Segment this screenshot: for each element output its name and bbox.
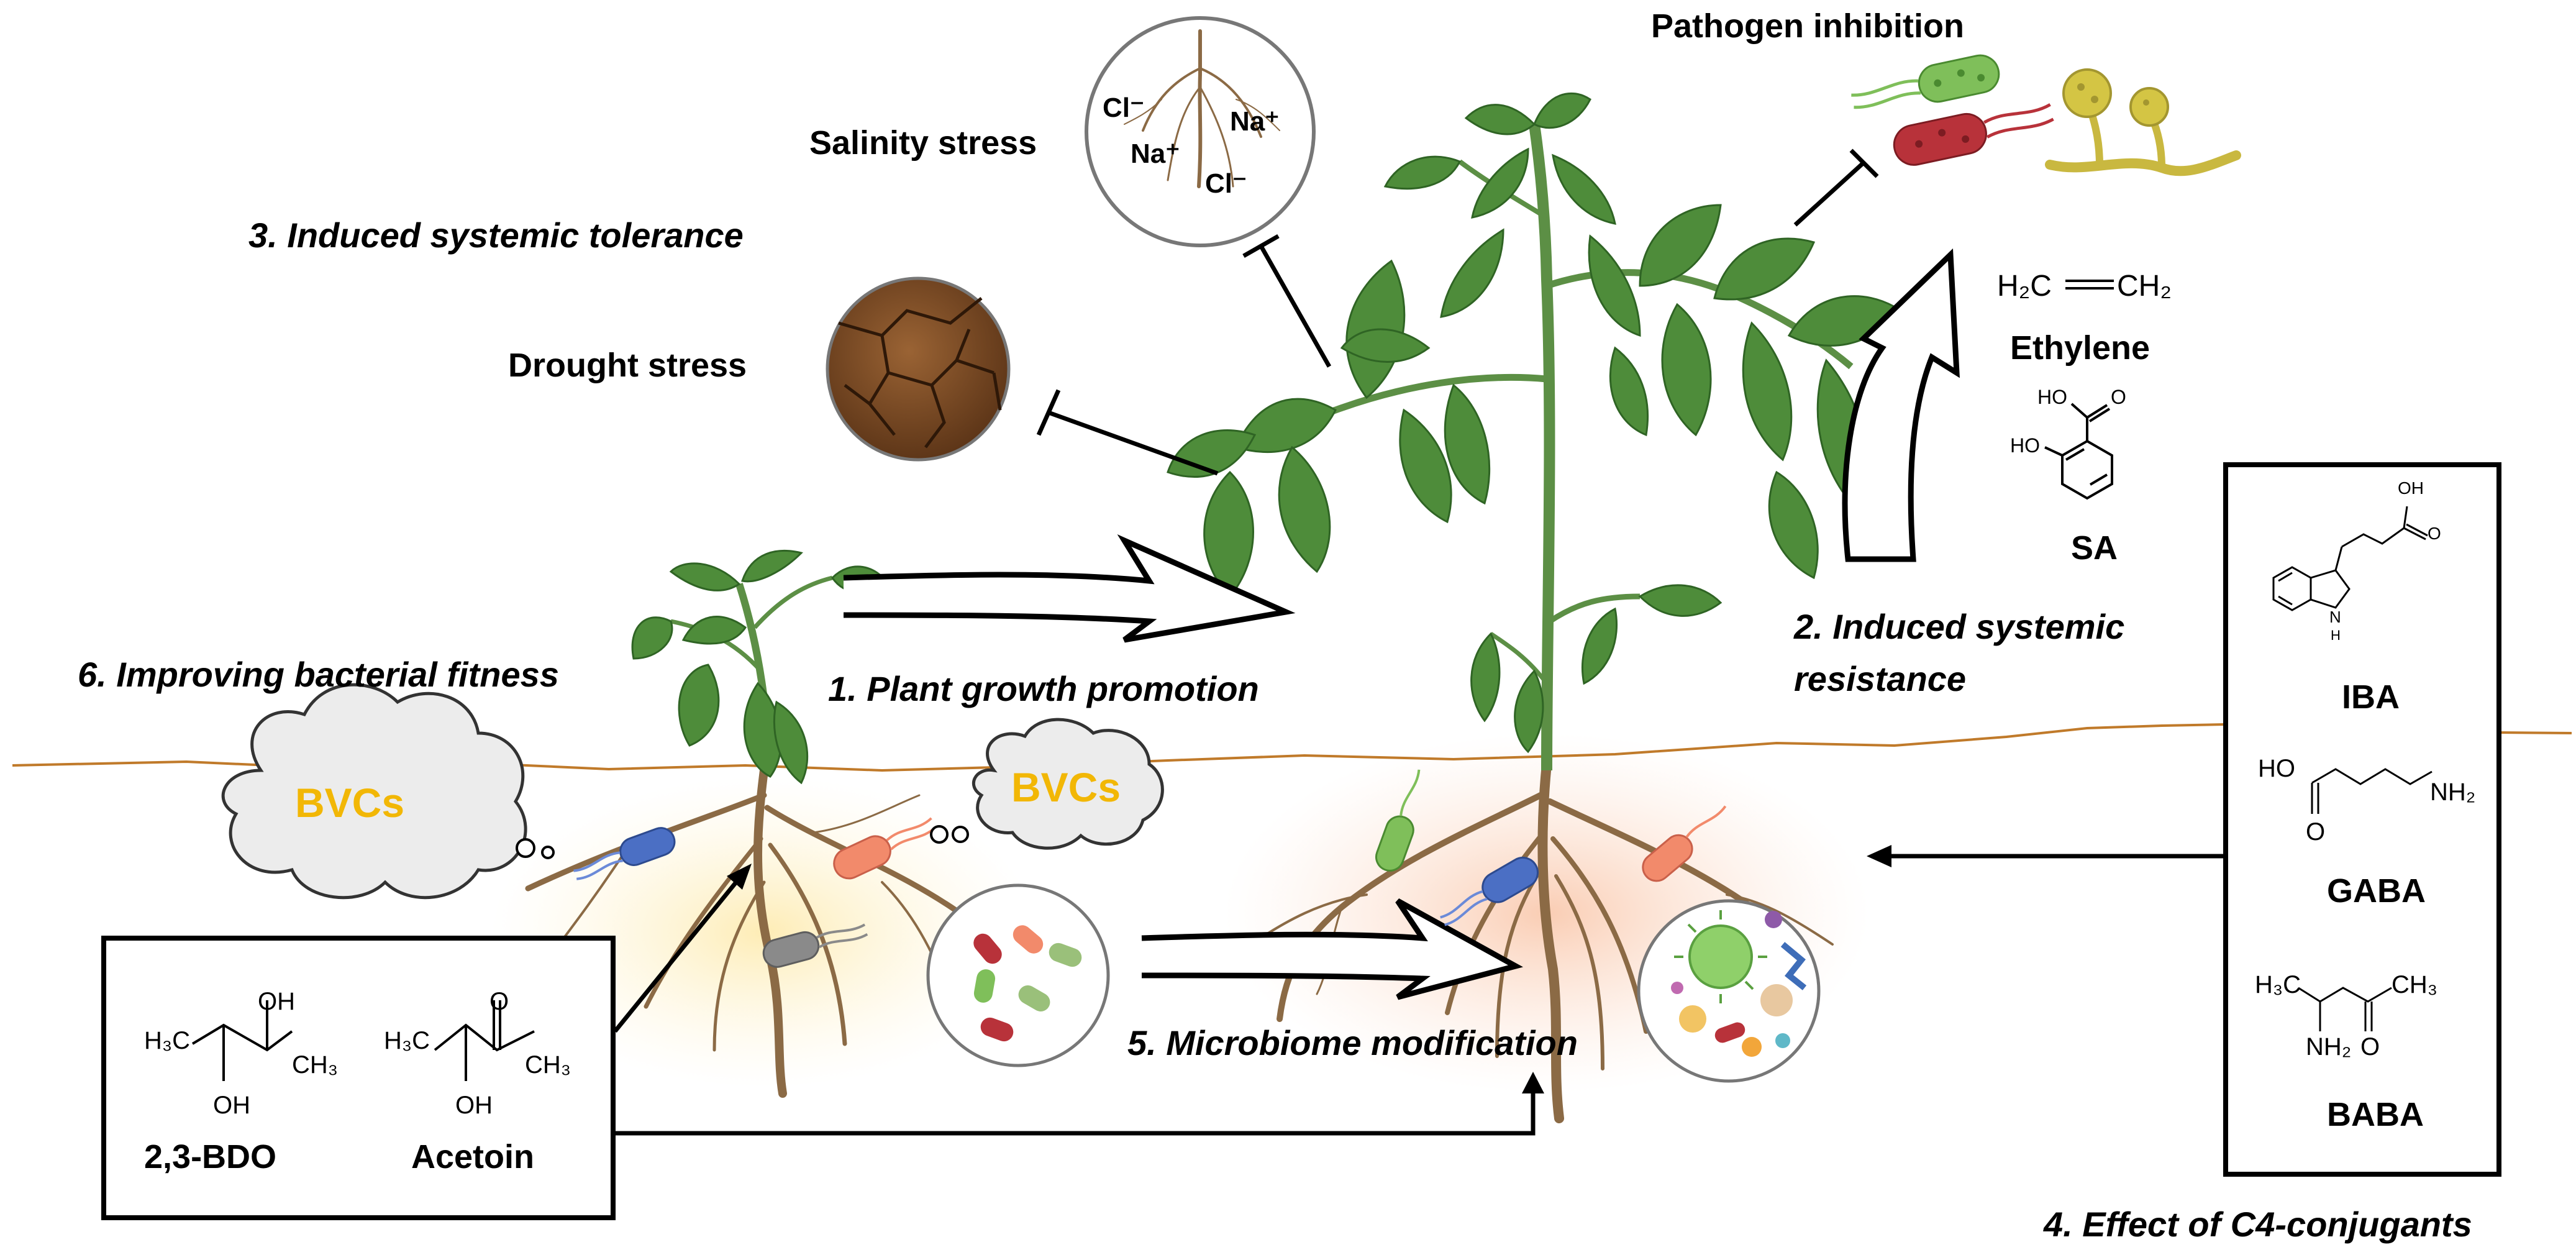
bdo-oh-bottom: OH: [213, 1092, 250, 1119]
bvc-cloud-small: BVCs: [930, 718, 1164, 850]
pathogen-inhibition-label: Pathogen inhibition: [1651, 7, 1964, 45]
microbiome-arrow: [1141, 898, 1524, 1000]
bvc-cloud-large: BVCs: [221, 683, 555, 900]
plant-growth-promotion-label: 1. Plant growth promotion: [828, 669, 1259, 708]
drought-inhibition-bar: [1036, 389, 1061, 436]
isr-label-line2: resistance: [1794, 659, 1966, 698]
iba-oh: OH: [2398, 478, 2424, 498]
ion-chloride-2: Cl⁻: [1205, 168, 1247, 199]
gaba-nh2: NH₂: [2430, 778, 2475, 806]
gaba-o: O: [2306, 818, 2325, 846]
induced-systemic-tolerance-label: 3. Induced systemic tolerance: [248, 216, 744, 255]
volatiles-to-small-plant-arrow: [613, 880, 738, 1033]
drought-soil-icon: [826, 276, 1011, 462]
gaba-label: GABA: [2327, 872, 2426, 910]
acetoin-label: Acetoin: [411, 1138, 534, 1175]
isr-arrow: [1842, 248, 1960, 562]
pathogen-inhibition-line: [1793, 161, 1865, 227]
bdo-oh-top: OH: [258, 988, 295, 1015]
sa-structure: [2044, 403, 2113, 500]
sa-ho-left: HO: [2010, 434, 2040, 457]
iba-structure: [2272, 506, 2428, 611]
small-plant-roots: [525, 766, 972, 1098]
arrowhead-microbiome: [1522, 1072, 1544, 1093]
pathogen-bacteria-icons: [1851, 54, 2054, 166]
drought-inhibition-line: [1047, 410, 1219, 476]
ion-sodium-1: Na⁺: [1131, 139, 1180, 169]
ethylene-label: Ethylene: [2010, 329, 2150, 367]
salinity-inhibition-bar: [1242, 234, 1280, 258]
arrowhead-c4: [1867, 845, 1891, 867]
ethylene-formula-left: H₂C: [1997, 270, 2052, 303]
pathogen-fungus-icon: [2045, 68, 2241, 176]
acetoin-o: O: [489, 988, 509, 1015]
microbiome-circle-after: [1637, 899, 1821, 1083]
c4-conjugants-box: OH O N H IBA HO NH₂ O GABA H₃C CH₃ NH₂ O…: [2223, 462, 2501, 1177]
pathogen-inhibition-bar: [1849, 148, 1879, 178]
acetoin-ch3: CH₃: [525, 1051, 571, 1079]
baba-h3c: H₃C: [2255, 971, 2301, 998]
bacterial-fitness-label: 6. Improving bacterial fitness: [78, 655, 559, 694]
c4-conjugants-label: 4. Effect of C4-conjugants: [2043, 1205, 2472, 1244]
iba-h: H: [2331, 628, 2341, 643]
baba-label: BABA: [2327, 1096, 2424, 1133]
arrowhead-small-plant: [727, 864, 752, 890]
baba-structure: [2298, 987, 2392, 1031]
salinity-root-icon: Cl⁻ Na⁺ Na⁺ Cl⁻: [1085, 16, 1316, 247]
iba-n: N: [2329, 608, 2341, 626]
sa-o: O: [2111, 386, 2126, 408]
acetoin-h3c: H₃C: [384, 1027, 430, 1054]
gaba-ho: HO: [2258, 755, 2295, 782]
bdo-structure: [191, 1000, 293, 1081]
baba-nh2: NH₂: [2306, 1033, 2351, 1061]
volatiles-box: H₃C CH₃ OH OH 2,3-BDO H₃C CH₃ O OH Aceto…: [101, 936, 616, 1220]
iba-label: IBA: [2342, 678, 2400, 716]
bdo-h3c: H₃C: [144, 1027, 190, 1054]
sa-ho-top: HO: [2037, 386, 2067, 408]
bvc-label-large: BVCs: [295, 780, 404, 826]
soil-bacteria: [573, 769, 1727, 968]
large-plant: [1167, 92, 1903, 771]
bdo-label: 2,3-BDO: [144, 1138, 276, 1175]
isr-label-line1: 2. Induced systemic: [1793, 607, 2124, 646]
bdo-ch3: CH₃: [292, 1051, 338, 1079]
baba-o: O: [2360, 1033, 2380, 1061]
ethylene-formula-right: CH₂: [2117, 270, 2172, 303]
ion-sodium-2: Na⁺: [1230, 106, 1279, 137]
bvc-label-small: BVCs: [1011, 764, 1121, 810]
iba-o: O: [2428, 524, 2441, 543]
acetoin-structure: [434, 1000, 535, 1081]
drought-stress-label: Drought stress: [508, 347, 747, 384]
salinity-inhibition-line: [1258, 245, 1332, 368]
ethylene-structure: [2065, 280, 2114, 290]
baba-ch3: CH₃: [2392, 971, 2437, 998]
acetoin-oh: OH: [455, 1092, 493, 1119]
gaba-structure: [2311, 768, 2433, 814]
sa-label: SA: [2071, 529, 2118, 567]
pgp-arrow: [843, 534, 1296, 643]
volatiles-to-microbiome-arrow: [615, 1090, 1536, 1136]
microbiome-circle-before: [926, 883, 1110, 1067]
salinity-stress-label: Salinity stress: [809, 124, 1037, 162]
ion-chloride-1: Cl⁻: [1103, 93, 1144, 123]
microbiome-modification-label: 5. Microbiome modification: [1127, 1023, 1578, 1062]
